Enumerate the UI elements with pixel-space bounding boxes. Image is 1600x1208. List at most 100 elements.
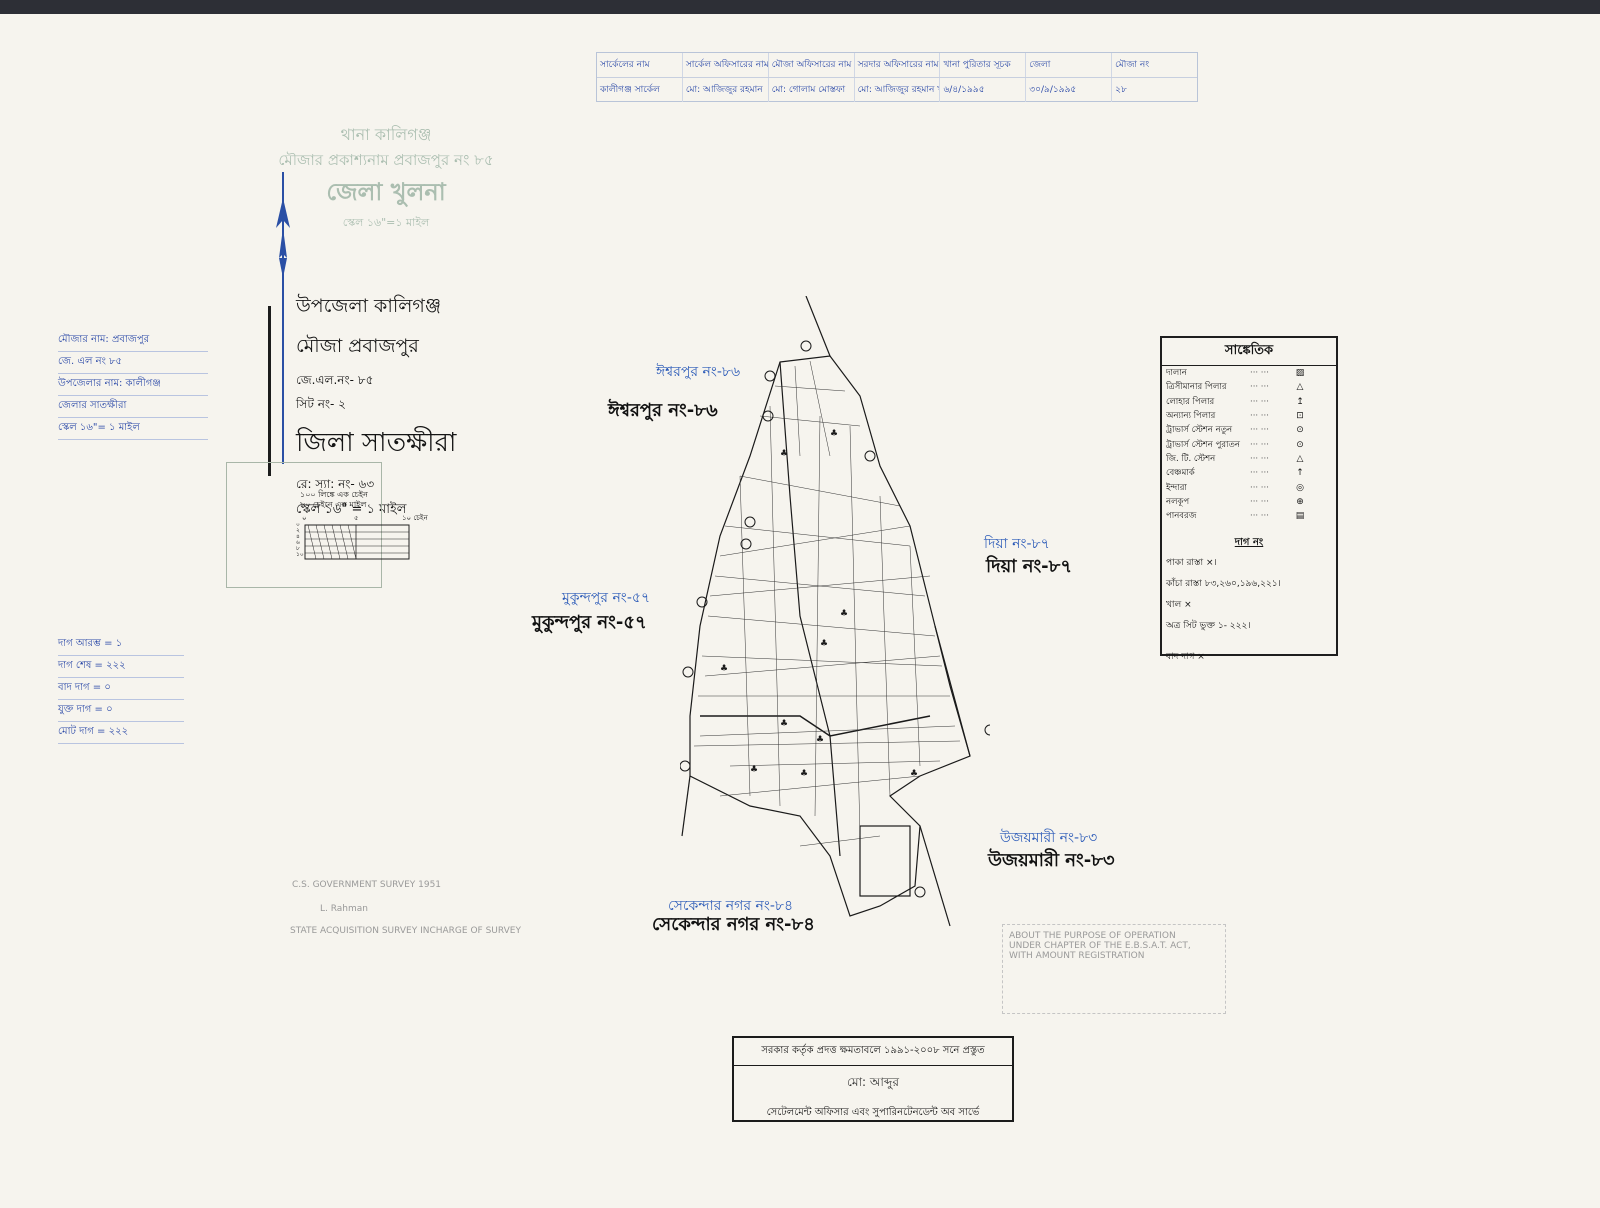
dag-row: অত্র সিট ভুক্ত ১- ২২২।: [1166, 621, 1251, 632]
faint-stamp-line: WITH AMOUNT REGISTRATION: [1009, 951, 1145, 961]
header-table: সার্কেলের নাম সার্কেল অফিসারের নাম মৌজা …: [596, 52, 1198, 102]
betel-garden-icon: ▤: [1295, 511, 1305, 522]
legend-row: জি. টি. স্টেশন··· ···△: [1162, 452, 1336, 466]
faint-note: L. Rahman: [320, 904, 368, 914]
legend-row: নলকূপ··· ···⊕: [1162, 495, 1336, 509]
svg-text:♣: ♣: [780, 449, 788, 459]
legend-title: সাঙ্কেতিক: [1162, 338, 1336, 366]
certificate-bottom: সেটেলমেন্ট অফিসার এবং সুপারিনটেনডেন্ট অব…: [766, 1107, 980, 1118]
dag-row: বাদ দাগ ×: [1166, 652, 1205, 663]
faded-title-stamp: থানা কালিগঞ্জ মৌজার প্রকাশ্যনাম প্রবাজপু…: [236, 122, 536, 233]
legend-label: ট্রাভার্স স্টেশন নতুন: [1166, 425, 1233, 436]
legend-dots: ··· ···: [1250, 453, 1269, 464]
legend-row: লোহার পিলার··· ···↥: [1162, 395, 1336, 409]
building-icon: ▨: [1295, 368, 1305, 379]
svg-text:♣: ♣: [800, 769, 808, 779]
faint-registration-stamp: ABOUT THE PURPOSE OF OPERATION UNDER CHA…: [1002, 924, 1226, 1014]
legend-dots: ··· ···: [1250, 396, 1269, 407]
scale-tick: ০: [302, 514, 307, 522]
certificate-signature: মো: আব্দুর: [847, 1075, 899, 1089]
mouza-parcel-map: ♣ ♣ ♣ ♣ ♣ ♣ ♣ ♣ ♣ ♣: [680, 296, 990, 927]
title-block: উপজেলা কালিগঞ্জ মৌজা প্রবাজপুর জে.এল.নং-…: [296, 292, 456, 525]
neighbour-east-label: দিয়া নং-৮৭: [986, 556, 1073, 577]
header-cell: মো: আজিজুর রহমান: [683, 78, 769, 102]
ry-number: রে: স্যা: নং- ৬৩: [296, 477, 375, 491]
header-cell: খানা পুরিতার সূচক: [940, 53, 1027, 77]
well-icon: ◎: [1296, 482, 1304, 493]
faint-stamp-line: UNDER CHAPTER OF THE E.B.S.A.T. ACT,: [1009, 941, 1191, 951]
upazila-title: উপজেলা কালিগঞ্জ: [296, 295, 442, 317]
legend-label: অন্যান্য পিলার: [1166, 411, 1216, 422]
certificate-box: সরকার কর্তৃক প্রদত্ত ক্ষমতাবলে ১৯৯১-২০০৮…: [732, 1036, 1014, 1122]
stamp-line: জেলা খুলনা: [326, 178, 446, 206]
header-cell: ৬/৪/১৯৯৫: [940, 78, 1027, 102]
benchmark-icon: ↑: [1296, 468, 1304, 479]
header-cell: ২৮: [1115, 85, 1127, 95]
legend-row: দালান··· ···▨: [1162, 366, 1336, 380]
legend-dots: ··· ···: [1250, 411, 1269, 422]
neighbour-north-blue: ঈশ্বরপুর নং-৮৬: [656, 364, 741, 380]
svg-text:♣: ♣: [910, 769, 918, 779]
legend-row: ট্রাভার্স স্টেশন পুরাতন··· ···⊙: [1162, 437, 1336, 451]
gt-station-icon: △: [1296, 453, 1304, 464]
header-cell: জেলা: [1026, 53, 1113, 77]
legend-dots: ··· ···: [1250, 482, 1269, 493]
legend-items: দালান··· ···▨ ত্রিসীমানার পিলার··· ···△ …: [1162, 366, 1336, 523]
legend-dots: ··· ···: [1250, 468, 1269, 479]
header-cell: ৩০/৯/১৯৯৫: [1026, 78, 1113, 102]
jl-number: জে.এল.নং- ৮৫: [296, 373, 374, 387]
header-cell: সার্কেলের নাম: [597, 53, 683, 77]
certificate-top: সরকার কর্তৃক প্রদত্ত ক্ষমতাবলে ১৯৯১-২০০৮…: [734, 1038, 1012, 1066]
plot-count-notes: দাগ আরম্ভ = ১ দাগ শেষ = ২২২ বাদ দাগ = ০ …: [58, 634, 184, 744]
legend-row: ইন্দারা ··· ··· ◎: [1162, 480, 1336, 494]
svg-text:♣: ♣: [820, 639, 828, 649]
header-cell: মো: গোলাম মোস্তফা: [769, 78, 855, 102]
svg-text:♣: ♣: [816, 735, 824, 745]
faint-note: C.S. GOVERNMENT SURVEY 1951: [292, 880, 442, 890]
scale-note: ১০০ লিঙ্কে এক চেইন: [300, 490, 368, 499]
svg-text:♣: ♣: [750, 765, 758, 775]
faint-note: STATE ACQUISITION SURVEY INCHARGE OF SUR…: [290, 926, 521, 936]
note-line: স্কেল ১৬"= ১ মাইল: [58, 418, 208, 440]
legend-label: ইন্দারা: [1166, 482, 1187, 493]
mouza-title: মৌজা প্রবাজপুর: [296, 335, 419, 357]
scale-row-label: ৪: [296, 533, 300, 540]
note-line: মোট দাগ = ২২২: [58, 722, 184, 744]
legend-dots: ··· ···: [1250, 368, 1269, 379]
scale-tick: ৫: [354, 514, 359, 522]
header-cell: মো: আজিজুর রহমান খান: [855, 78, 941, 102]
note-line: বাদ দাগ = ০: [58, 678, 184, 700]
scale-note: ৮০ চেইনে এক মাইল: [300, 500, 367, 509]
svg-text:♣: ♣: [840, 609, 848, 619]
header-cell: সার্কেল অফিসারের নাম: [683, 53, 769, 77]
scale-row-label: ০: [296, 521, 300, 528]
neighbour-west-blue: মুকুন্দপুর নং-৫৭: [562, 590, 651, 606]
dag-title: দাগ নং: [1234, 537, 1264, 549]
legend-row: বেঞ্চমার্ক··· ···↑: [1162, 466, 1336, 480]
note-line: মৌজার নাম: প্রবাজপুর: [58, 330, 208, 352]
scale-row-label: ১০: [296, 551, 304, 558]
legend-dots: ··· ···: [1250, 511, 1269, 522]
scale-text: স্কেল ১৬" = ১ মাইল: [296, 502, 407, 517]
tri-junction-pillar-icon: △: [1296, 382, 1304, 393]
legend-row: ত্রিসীমানার পিলার··· ···△: [1162, 380, 1336, 394]
header-cell: মৌজা অফিসারের নাম: [769, 53, 855, 77]
faint-stamp-line: ABOUT THE PURPOSE OF OPERATION: [1009, 931, 1176, 941]
note-line: উপজেলার নাম: কালীগঞ্জ: [58, 374, 208, 396]
dag-row: খাল ×: [1166, 600, 1192, 611]
svg-text:♣: ♣: [720, 664, 728, 674]
neighbour-southeast-label: উজয়মারী নং-৮৩: [988, 850, 1115, 871]
mouza-info-notes: মৌজার নাম: প্রবাজপুর জে. এল নং ৮৫ উপজেলা…: [58, 330, 208, 440]
sheet-number: সিট নং- ২: [296, 397, 346, 411]
legend-label: লোহার পিলার: [1166, 396, 1215, 407]
note-line: যুক্ত দাগ = ০: [58, 700, 184, 722]
legend-dots: ··· ···: [1250, 425, 1269, 436]
dag-row: কাঁচা রাস্তা ৮৩,২৬০,১৯৬,২২১।: [1166, 579, 1281, 590]
header-row-1: সার্কেলের নাম সার্কেল অফিসারের নাম মৌজা …: [597, 53, 1197, 78]
traverse-station-new-icon: ⊙: [1296, 425, 1304, 436]
neighbour-southeast-blue: উজয়মারী নং-৮৩: [1000, 830, 1098, 846]
note-line: জে. এল নং ৮৫: [58, 352, 208, 374]
legend-row: পানবরজ··· ···▤: [1162, 509, 1336, 523]
legend-label: নলকূপ: [1166, 496, 1190, 507]
scale-notes: ১০০ লিঙ্কে এক চেইন ৮০ চেইনে এক মাইল: [300, 490, 368, 510]
